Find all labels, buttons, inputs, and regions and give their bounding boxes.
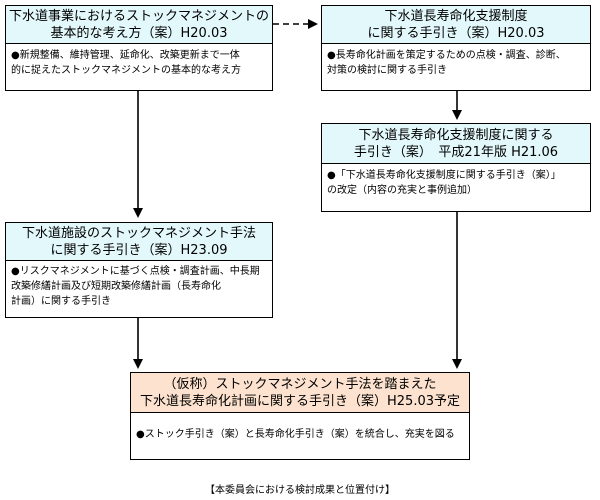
box-basic-concept: 下水道事業におけるストックマネジメントの 基本的な考え方（案）H20.03 ●新… bbox=[5, 5, 273, 91]
box-integrated-guide-body: ●ストック手引き（案）と長寿命化手引き（案）を統合し、充実を図る bbox=[136, 429, 455, 440]
box-stock-method-guide-body: ●リスクマネジメントに基づく点検・調査計画、中長期 改築修繕計画及び短期改築修繕… bbox=[11, 266, 260, 307]
box-longevity-guide-h21: 下水道長寿命化支援制度に関する 手引き（案） 平成21年版 H21.06 ●「下… bbox=[321, 123, 591, 212]
box-stock-method-guide: 下水道施設のストックマネジメント手法 に関する手引き（案）H23.09 ●リスク… bbox=[5, 222, 273, 318]
box-basic-concept-body: ●新規整備、維持管理、延命化、改築更新まで一体 的に捉えたストックマネジメントの… bbox=[11, 50, 241, 76]
box-longevity-guide-h20-body: ●長寿命化計画を策定するための点検・調査、診断、 対策の検討に関する手引き bbox=[327, 50, 566, 76]
box-longevity-guide-h21-body: ●「下水道長寿命化支援制度に関する手引き（案）」 の改定（内容の充実と事例追加） bbox=[327, 170, 561, 196]
box-integrated-guide: （仮称）ストックマネジメント手法を踏まえた 下水道長寿命化計画に関する手引き（案… bbox=[130, 372, 470, 460]
figure-caption: 【本委員会における検討成果と位置付け】 bbox=[205, 485, 395, 496]
box-longevity-guide-h21-title: 下水道長寿命化支援制度に関する 手引き（案） 平成21年版 H21.06 bbox=[322, 124, 590, 164]
box-basic-concept-title: 下水道事業におけるストックマネジメントの 基本的な考え方（案）H20.03 bbox=[6, 6, 272, 44]
box-stock-method-guide-title: 下水道施設のストックマネジメント手法 に関する手引き（案）H23.09 bbox=[6, 223, 272, 261]
box-longevity-guide-h20: 下水道長寿命化支援制度 に関する手引き（案）H20.03 ●長寿命化計画を策定す… bbox=[321, 5, 591, 91]
box-longevity-guide-h20-title: 下水道長寿命化支援制度 に関する手引き（案）H20.03 bbox=[322, 6, 590, 44]
box-integrated-guide-title: （仮称）ストックマネジメント手法を踏まえた 下水道長寿命化計画に関する手引き（案… bbox=[131, 373, 469, 413]
